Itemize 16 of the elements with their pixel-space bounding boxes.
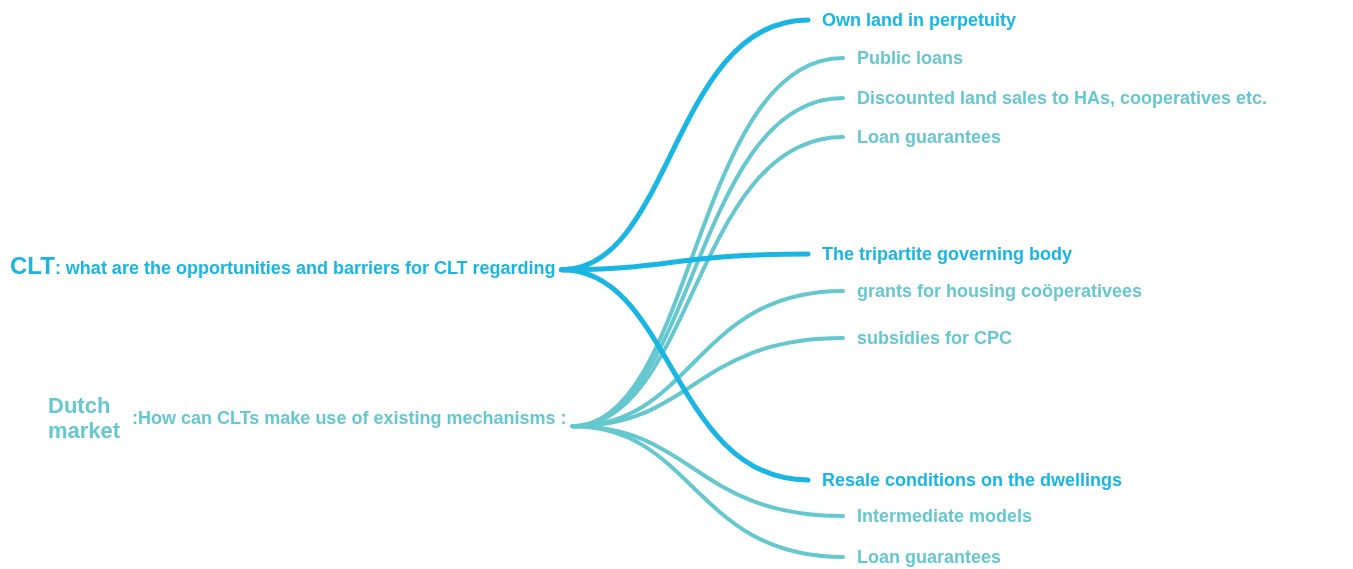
branch-label: Public loans: [843, 47, 964, 69]
branch-label: Discounted land sales to HAs, cooperatives etc.: [843, 87, 1268, 109]
branch-label: Intermediate models: [843, 505, 1033, 527]
branch-label: Resale conditions on the dwellings: [808, 469, 1123, 491]
connector-curve: [559, 267, 811, 483]
branch-label: Loan guarantees: [843, 126, 1002, 148]
topic-question: :How can CLTs make use of existing mechanisms :: [132, 407, 568, 429]
branch-label: subsidies for CPC: [843, 327, 1013, 349]
branch-label: The tripartite governing body: [808, 243, 1072, 265]
connector-curve: [570, 424, 845, 559]
topic-heading: Dutch market: [48, 393, 122, 444]
branch-label: Own land in perpetuity: [808, 9, 1016, 31]
branch-label: Loan guarantees: [843, 546, 1002, 568]
topic-heading: CLT: [10, 252, 55, 280]
branch-label: grants for housing coöperativees: [843, 280, 1143, 302]
topic-question: : what are the opportunities and barriers for CLT regarding: [54, 258, 557, 279]
